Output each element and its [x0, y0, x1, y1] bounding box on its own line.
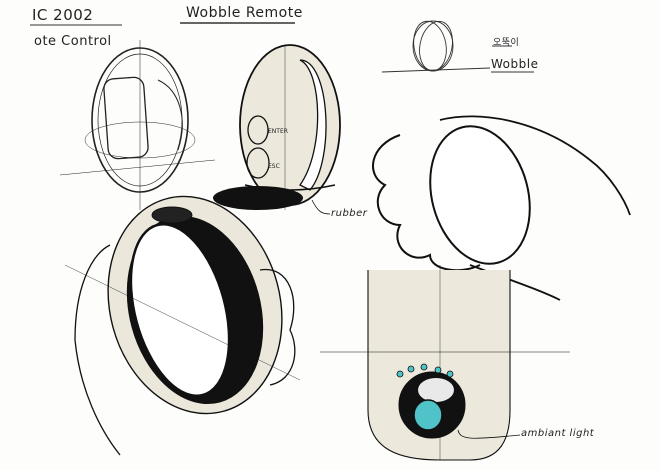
title-center: Wobble Remote	[186, 5, 303, 21]
title-left: IC 2002	[32, 6, 94, 24]
ambient-light-device-sketch	[320, 265, 570, 461]
korean-note: 오뚝이	[493, 38, 520, 48]
concept-label: Wobble	[491, 57, 539, 71]
subtitle-left: ote Control	[34, 34, 112, 49]
hand-held-device-sketch	[64, 195, 301, 456]
egg-sketch-front	[59, 40, 216, 210]
wobble-symbol	[381, 20, 534, 73]
hand-grip-sketch	[372, 115, 631, 301]
esc-button-label: ESC	[268, 163, 280, 170]
enter-button-label: ENTER	[268, 128, 288, 135]
callout-rubber: rubber	[331, 208, 368, 219]
callout-ambient-light: ambiant light	[521, 428, 595, 439]
egg-sketch-side	[213, 44, 341, 215]
